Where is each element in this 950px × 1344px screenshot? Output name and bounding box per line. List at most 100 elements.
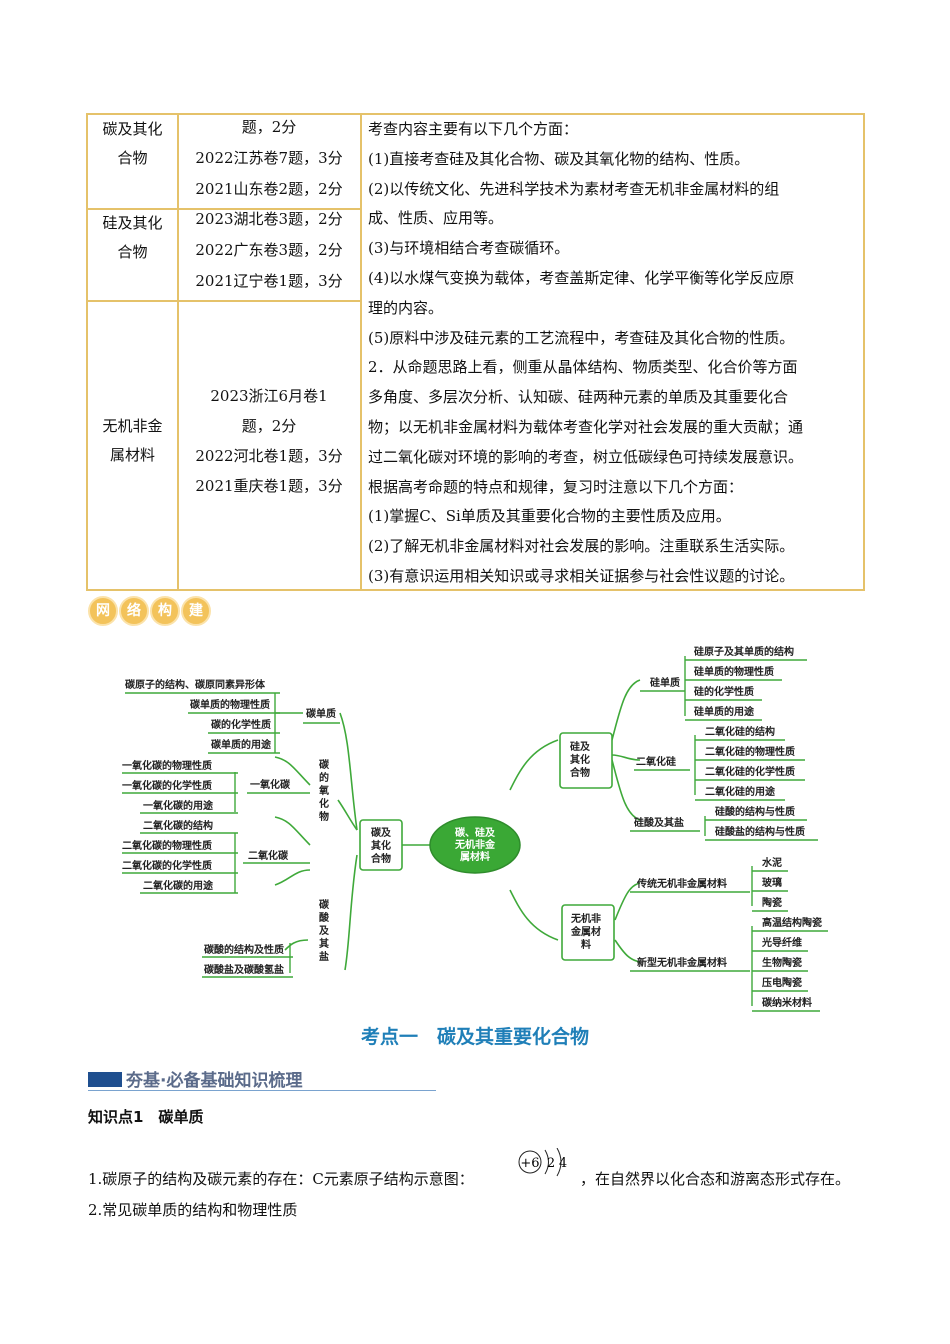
exam-analysis-text: 考查内容主要有以下几个方面： (1)直接考查硅及其化合物、碳及其氧化物的结构、性…	[368, 115, 860, 592]
node-text: 碳及	[371, 826, 392, 839]
branch-line	[274, 756, 311, 786]
inorganic-materials-node	[561, 904, 615, 961]
branch-line	[611, 759, 641, 821]
section-underline	[88, 1090, 436, 1091]
years-silicon: 2023湖北卷3题，2分 2022广东卷3题，2分 2021辽宁卷1题，3分	[179, 204, 359, 297]
vertical-char: 氧	[318, 784, 329, 797]
paragraph-1: 1.碳原子的结构及碳元素的存在：C元素原子结构示意图：	[88, 1168, 474, 1189]
sio2-label: 二氧化硅	[636, 755, 676, 768]
leaf-text: 光导纤维	[761, 936, 802, 949]
carbon-atom-diagram: +6 2 4	[518, 1148, 567, 1177]
analysis-line: 理的内容。	[368, 298, 444, 317]
leaf-text: 二氧化硅的物理性质	[705, 745, 795, 758]
leaf-text: 碳纳米材料	[762, 996, 812, 1009]
co2-label: 二氧化碳	[248, 849, 289, 862]
electron-shell	[556, 1148, 562, 1177]
year-entry: 题，2分	[241, 118, 297, 136]
mind-map: 碳、硅及 无机非金 属材料 碳及 其化 合物 硅及 其化 合物 无机非 金属材 …	[122, 645, 828, 1012]
year-entry: 2023浙江6月卷1	[210, 387, 328, 405]
leaf-text: 一氧化碳的物理性质	[122, 759, 212, 772]
table-divider	[88, 300, 360, 302]
node-text: 硅及	[570, 740, 591, 753]
center-text: 无机非金	[454, 838, 496, 851]
leaf-text: 二氧化碳的用途	[143, 879, 214, 892]
vertical-char: 碳	[319, 758, 330, 771]
node-text: 合物	[370, 852, 391, 865]
node-text: 合物	[569, 766, 590, 779]
analysis-line: (2)了解无机非金属材料对社会发展的影响。注重联系生活实际。	[368, 537, 795, 556]
node-text: 其化	[371, 839, 391, 852]
center-text: 碳、硅及	[455, 826, 496, 839]
analysis-line: 根据高考命题的特点和规律，复习时注意以下几个方面：	[368, 477, 744, 496]
badge-char: 络	[119, 596, 149, 626]
leaf-text: 二氧化硅的结构	[705, 725, 775, 738]
paragraph-1-end: ，在自然界以化合态和游离态形式存在。	[580, 1168, 850, 1189]
silicic-label: 硅酸及其盐	[634, 816, 684, 829]
leaf-text: 二氧化硅的化学性质	[705, 765, 795, 778]
analysis-line: (4)以水煤气变换为载体，考查盖斯定律、化学平衡等化学反应原	[368, 268, 795, 287]
node-text: 金属材	[570, 925, 601, 938]
year-entry: 2021重庆卷1题，3分	[195, 477, 343, 495]
vertical-char: 酸	[319, 911, 330, 924]
analysis-line: (2)以传统文化、先进科学技术为素材考查无机非金属材料的组	[368, 179, 780, 198]
branch-line	[614, 939, 641, 963]
analysis-line: (3)有意识运用相关知识或寻求相关证据参与社会性议题的讨论。	[368, 566, 795, 585]
nucleus-charge: +6	[520, 1156, 539, 1171]
table-divider	[360, 115, 362, 589]
badge-char: 网	[88, 596, 118, 626]
years-carbon: 题，2分 2022江苏卷7题，3分 2021山东卷2题，2分	[179, 112, 359, 205]
analysis-line: (3)与环境相结合考查碳循环。	[368, 239, 570, 258]
badge-char: 构	[150, 596, 180, 626]
vertical-char: 盐	[319, 950, 329, 963]
leaf-text: 硅原子及其单质的结构	[694, 645, 794, 658]
vertical-char: 化	[319, 797, 329, 810]
new-materials-label: 新型无机非金属材料	[637, 956, 727, 969]
vertical-char: 的	[319, 771, 329, 784]
year-entry: 2022河北卷1题，3分	[195, 447, 343, 465]
branch-line	[344, 854, 358, 971]
electron-shell	[544, 1149, 549, 1175]
leaf-text: 水泥	[761, 856, 782, 869]
section-header: 夯基·必备基础知识梳理	[88, 1066, 436, 1092]
para1-start: 1.碳原子的结构及碳元素的存在：C元素原子结构示意图：	[88, 1170, 474, 1188]
network-construction-badge: 网 络 构 建	[88, 596, 211, 626]
leaf-text: 玻璃	[762, 876, 782, 889]
vertical-char: 其	[319, 937, 329, 950]
carbon-compounds-node	[359, 819, 403, 871]
vertical-char: 及	[319, 925, 330, 937]
si-simple-label: 硅单质	[650, 676, 680, 689]
year-entry: 2021山东卷2题，2分	[195, 180, 343, 198]
silicon-compounds-node	[559, 732, 613, 789]
carbon-simple-label: 碳单质	[306, 707, 336, 720]
badge-char: 建	[181, 596, 211, 626]
leaf-text: 高温结构陶瓷	[762, 916, 822, 929]
traditional-label: 传统无机非金属材料	[636, 877, 727, 890]
analysis-line: 物；以无机非金属材料为载体考查化学对社会发展的重大贡献；通	[368, 417, 804, 436]
co-label: 一氧化碳	[250, 778, 291, 791]
node-text: 无机非	[570, 912, 601, 925]
branch-line	[339, 712, 358, 831]
leaf-text: 硅酸的结构与性质	[715, 805, 795, 818]
year-entry: 题，2分	[241, 417, 297, 435]
leaf-text: 压电陶瓷	[762, 976, 802, 989]
shell-1-electrons: 2	[547, 1156, 555, 1171]
leaf-text: 硅单质的用途	[694, 705, 755, 718]
leaf-text: 碳单质的物理性质	[190, 698, 270, 711]
leaf-text: 一氧化碳的化学性质	[122, 779, 212, 792]
center-text: 属材料	[460, 850, 490, 863]
year-entry: 2023湖北卷3题，2分	[195, 210, 343, 228]
category-carbon: 碳及其化合物	[102, 120, 163, 167]
year-entry: 2021辽宁卷1题，3分	[195, 272, 343, 290]
node-text: 料	[581, 938, 591, 951]
nucleus-circle	[518, 1150, 542, 1174]
leaf-text: 二氧化硅的用途	[705, 785, 776, 798]
para1-end: ，在自然界以化合态和游离态形式存在。	[580, 1170, 851, 1188]
analysis-line: (1)直接考查硅及其化合物、碳及其氧化物的结构、性质。	[368, 149, 750, 168]
branch-line	[611, 754, 641, 761]
section-bar	[88, 1072, 122, 1087]
vertical-char: 物	[319, 810, 329, 823]
section-title: 夯基·必备基础知识梳理	[126, 1071, 303, 1091]
exam-point-title: 考点一 碳及其重要化合物	[360, 1026, 589, 1048]
leaf-text: 碳的化学性质	[211, 718, 271, 731]
branch-line	[614, 882, 641, 921]
